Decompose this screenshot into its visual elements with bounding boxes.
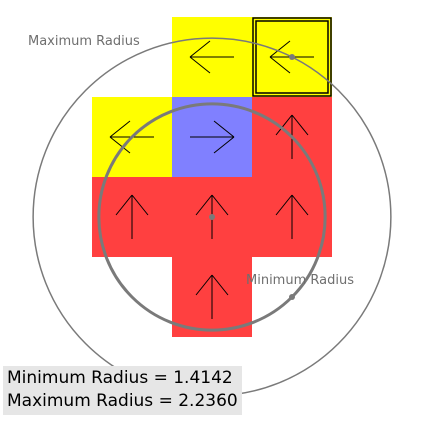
arrow-up-icon: [195, 274, 229, 319]
arrow-right-icon: [190, 120, 235, 154]
minimum-radius-circle: [97, 102, 327, 332]
maximum-radius-readout: Maximum Radius = 2.2360: [7, 391, 238, 411]
selected-cell-outer-border: [252, 17, 332, 97]
maximum-radius-marker: [289, 54, 295, 60]
cells-layer: [92, 17, 332, 337]
radius-readout: Minimum Radius = 1.4142 Maximum Radius =…: [3, 366, 242, 415]
minimum-radius-label: Minimum Radius: [246, 273, 354, 288]
selected-cell-inner-border: [255, 20, 329, 94]
arrow-up-icon: [275, 194, 309, 239]
arrow-up-icon: [115, 194, 149, 239]
center-point: [209, 214, 215, 220]
minimum-radius-readout: Minimum Radius = 1.4142: [7, 368, 233, 388]
arrows-layer: [109, 40, 314, 319]
maximum-radius-label: Maximum Radius: [28, 34, 140, 49]
minimum-radius-marker: [288, 293, 295, 300]
arrow-left-icon: [189, 40, 234, 74]
